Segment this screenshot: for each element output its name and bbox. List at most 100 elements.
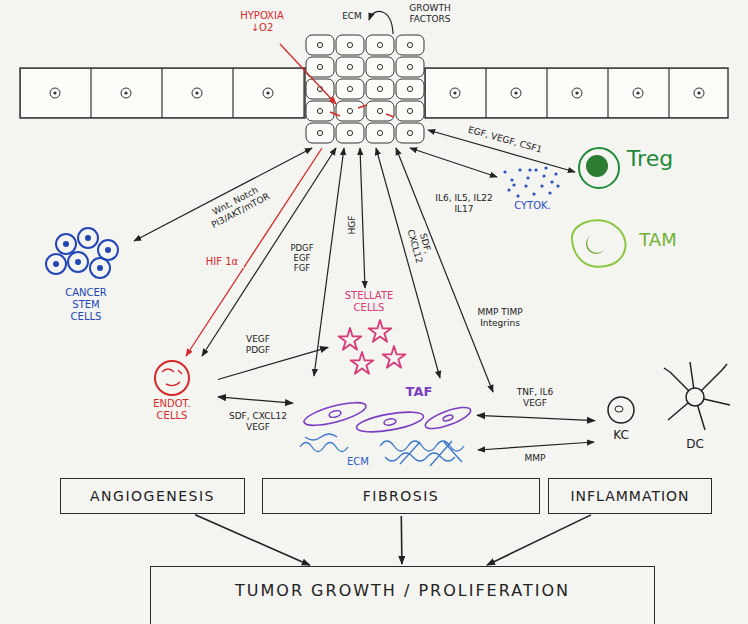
- node-label: FIBROSIS: [363, 488, 439, 505]
- treg-nucleus: [586, 155, 608, 177]
- hypoxic-marks: [330, 105, 394, 117]
- growth-factor-loop: [369, 11, 393, 34]
- endothelial-cell: [155, 361, 189, 395]
- signal-arrow: [410, 148, 497, 177]
- endothelial-detail: [162, 369, 182, 386]
- label-holder: GROWTH FACTORS: [400, 3, 460, 25]
- process-box: ANGIOGENESIS: [60, 478, 245, 514]
- mmp-arrow: [478, 442, 594, 450]
- label-holder: ECM: [343, 456, 373, 468]
- label-holder: IL6, IL5, IL22 IL17: [424, 193, 504, 215]
- annotation-label: IL6, IL5, IL22 IL17: [424, 193, 504, 215]
- stellate-cell: [383, 346, 406, 368]
- edge-label: SDF, CXCL12 VEGF: [223, 411, 293, 433]
- process-box: INFLAMMATION: [548, 478, 712, 514]
- label-holder: MMP: [520, 453, 550, 464]
- stem-nuclei: [56, 238, 108, 268]
- node-label: CANCER STEM CELLS: [60, 287, 112, 323]
- node-label: TUMOR GROWTH / PROLIFERATION: [235, 581, 570, 600]
- dendritic-cell: DC: [655, 355, 737, 455]
- label-holder: HGF: [347, 212, 358, 238]
- epithelium-left: [20, 68, 305, 118]
- ecm-fibers: [300, 434, 464, 466]
- macrophage: [572, 220, 626, 266]
- annotation-label: SDF, CXCL12: [404, 221, 437, 269]
- node-label: DC: [655, 437, 735, 451]
- node-label: TAF: [403, 384, 435, 400]
- annotation-label: PDGF EGF FGF: [286, 243, 318, 274]
- label-holder: PDGF EGF FGF: [286, 243, 318, 274]
- connector-arrow: [218, 397, 293, 403]
- label-holder: HIF 1α: [200, 256, 244, 268]
- dendritic-body: [686, 388, 704, 406]
- process-box: FIBROSIS: [262, 478, 540, 514]
- cytokine-dots: [505, 168, 558, 196]
- macrophage-cell: TAM: [560, 215, 682, 275]
- kupffer-cell: [608, 397, 634, 423]
- endothelial-cells: ENDOT. CELLS: [128, 358, 216, 428]
- annotation-label: EGF, VEGF, CSF1: [460, 123, 550, 158]
- stem-cells: [46, 228, 118, 278]
- fibroblast-nucleus: [384, 418, 397, 426]
- fibroblast-nucleus: [328, 410, 341, 419]
- label-holder: MMP TIMP Integrins: [475, 307, 525, 329]
- outcome-box: TUMOR GROWTH / PROLIFERATION: [150, 566, 655, 624]
- treg-cell: Treg: [577, 140, 677, 200]
- node-label: CYTOK.: [500, 200, 565, 212]
- annotation-label: Wnt, Notch PI3/AKT/mTOR: [198, 178, 279, 235]
- epithelium-right: [425, 68, 728, 118]
- stellate-cell: [369, 320, 392, 342]
- kupffer-nucleus: [615, 406, 623, 412]
- signal-arrow: [360, 148, 365, 288]
- annotation-label: GROWTH FACTORS: [400, 3, 460, 25]
- annotation-label: MMP: [520, 453, 550, 464]
- kupffer-cell: KC: [597, 392, 647, 452]
- dendrites: [664, 362, 730, 430]
- cytokine-cloud: CYTOK.: [500, 162, 567, 216]
- stellate-cell: [351, 352, 374, 374]
- macrophage-nucleus: [586, 236, 604, 254]
- signal-arrow: [396, 148, 493, 392]
- node-label: KC: [597, 428, 645, 442]
- annotation-label: MMP TIMP Integrins: [475, 307, 525, 329]
- node-label: INFLAMMATION: [570, 488, 689, 505]
- connector-arrow: [195, 515, 310, 565]
- label-holder: ECM: [337, 11, 367, 22]
- annotation-label: HYPOXIA ↓O2: [232, 10, 292, 34]
- connector-arrow: [400, 516, 402, 564]
- fibroblast-nucleus: [442, 414, 453, 422]
- annotation-label: ECM: [343, 456, 373, 468]
- label-holder: Wnt, Notch PI3/AKT/mTOR: [198, 178, 279, 235]
- fibroblasts: TAF: [295, 382, 475, 440]
- label-holder: VEGF PDGF: [240, 334, 276, 356]
- label-holder: SDF, CXCL12: [404, 221, 437, 269]
- node-label: STELLATE CELLS: [330, 290, 408, 314]
- label-holder: TNF, IL6 VEGF: [509, 387, 561, 409]
- fibroblast: [355, 408, 425, 436]
- hif-arrow: [186, 148, 322, 356]
- annotation-label: HGF: [347, 212, 358, 238]
- treg-cell: [579, 148, 619, 188]
- label-holder: HYPOXIA ↓O2: [232, 10, 292, 34]
- label-holder: SDF, CXCL12 VEGF: [223, 411, 293, 433]
- signal-arrow: [376, 148, 440, 378]
- label-holder: EGF, VEGF, CSF1: [460, 123, 550, 158]
- connector-arrow: [477, 415, 595, 420]
- annotation-label: HIF 1α: [200, 256, 244, 268]
- fibroblasts: [302, 398, 473, 436]
- stellate-cells: STELLATE CELLS: [330, 290, 410, 380]
- signal-arrow: [314, 148, 344, 376]
- stem-cell-cluster: CANCER STEM CELLS: [40, 225, 132, 327]
- fibroblast: [423, 403, 473, 433]
- edge-label: VEGF PDGF: [240, 334, 276, 356]
- connector-arrow: [487, 515, 591, 565]
- node-label: ANGIOGENESIS: [90, 488, 215, 505]
- node-label: Treg: [625, 146, 675, 172]
- stellate-cell: [339, 328, 362, 350]
- annotation-label: ECM: [337, 11, 367, 22]
- node-label: ENDOT. CELLS: [142, 398, 202, 422]
- node-label: TAM: [636, 229, 680, 251]
- tumor-cluster: [305, 34, 425, 144]
- edge-label: TNF, IL6 VEGF: [509, 387, 561, 409]
